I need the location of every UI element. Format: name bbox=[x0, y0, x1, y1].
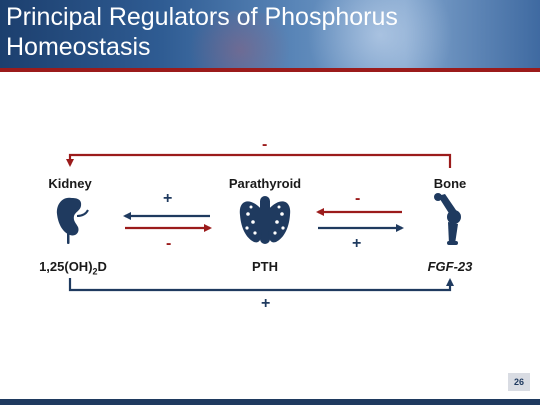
sign-bottom-loop: + bbox=[261, 295, 271, 312]
sign-parathyroid-to-kidney: + bbox=[163, 190, 173, 207]
title-line-2: Homeostasis bbox=[6, 33, 151, 61]
slide-title: Principal Regulators of Phosphorus Homeo… bbox=[6, 2, 526, 62]
footer-bar bbox=[0, 399, 540, 405]
page-number: 26 bbox=[508, 373, 530, 391]
header-glow bbox=[300, 0, 460, 68]
calcitriol-subscript: 2 bbox=[92, 266, 98, 277]
bottom-loop-arrow bbox=[68, 278, 454, 292]
sign-kidney-to-parathyroid: - bbox=[166, 235, 172, 252]
bone-joint-icon bbox=[434, 193, 461, 245]
bone-label: Bone bbox=[433, 176, 467, 191]
calcitriol-suffix: D bbox=[97, 259, 107, 274]
pth-label: PTH bbox=[252, 259, 278, 274]
header-divider bbox=[0, 68, 540, 72]
header-banner: Principal Regulators of Phosphorus Homeo… bbox=[0, 0, 540, 68]
thyroid-gland-icon bbox=[239, 196, 291, 244]
calcitriol-label: 1,25(OH)2D bbox=[28, 259, 118, 277]
kidney-label: Kidney bbox=[48, 176, 92, 191]
top-loop-arrow bbox=[66, 153, 452, 168]
header-glow-accent bbox=[180, 10, 300, 68]
sign-top-loop: - bbox=[262, 136, 268, 153]
fgf23-label: FGF-23 bbox=[427, 259, 473, 274]
parathyroid-label: Parathyroid bbox=[228, 176, 302, 191]
kidney-icon bbox=[56, 197, 89, 244]
sign-parathyroid-to-bone: + bbox=[352, 235, 362, 252]
title-line-1: Principal Regulators of Phosphorus bbox=[6, 3, 398, 31]
calcitriol-main: 1,25(OH) bbox=[39, 259, 93, 274]
sign-bone-to-parathyroid: - bbox=[355, 190, 361, 207]
